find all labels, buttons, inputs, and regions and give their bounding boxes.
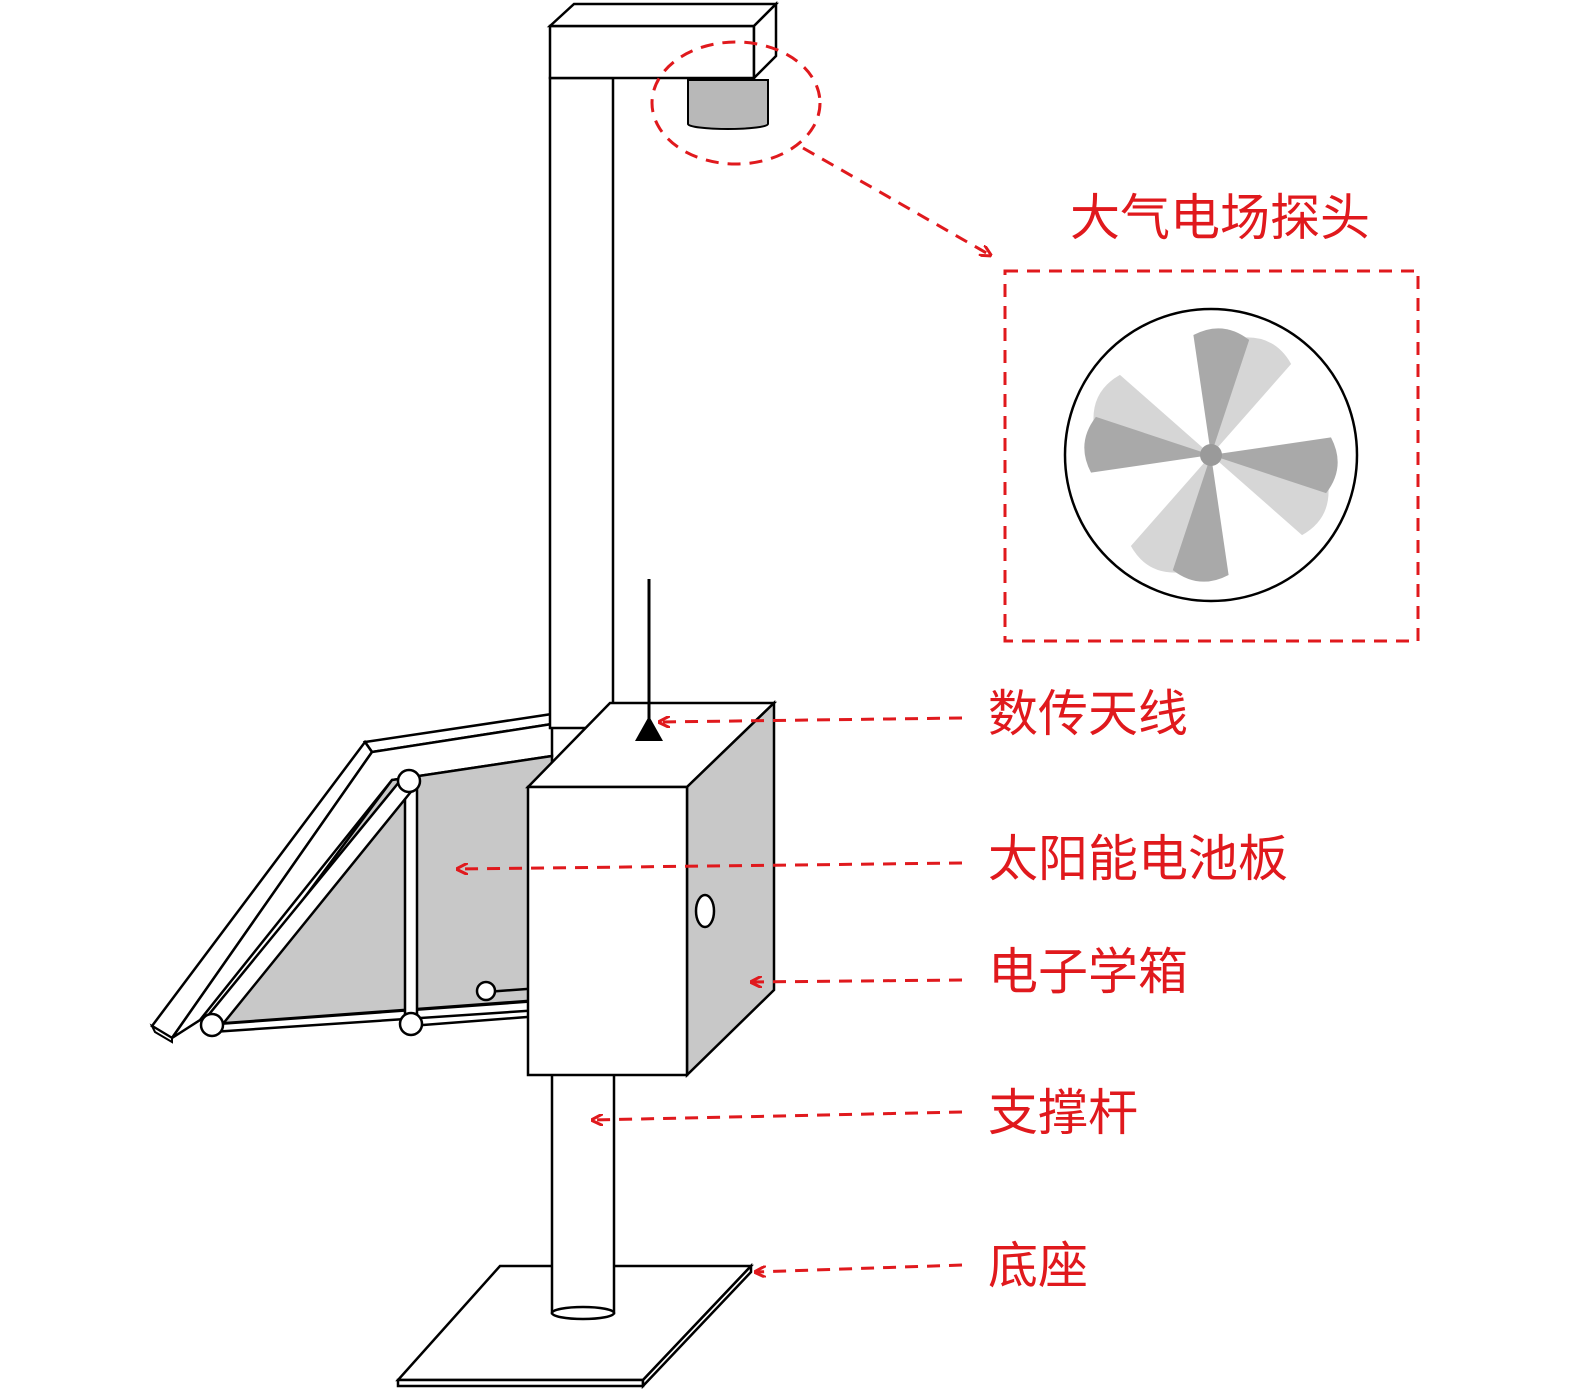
rotor-blade-front-2 <box>1211 437 1338 494</box>
electronics-box-label: 电子学箱 <box>988 943 1188 1001</box>
support-pole-lower <box>550 1068 616 1321</box>
solar-panel-label: 太阳能电池板 <box>988 830 1288 888</box>
solar-panel-pointer <box>458 861 963 869</box>
base-label: 底座 <box>988 1237 1088 1295</box>
electronics-box-pointer <box>752 980 963 982</box>
probe-cylinder <box>687 79 769 130</box>
base-pointer <box>756 1263 963 1272</box>
probe-detail-box <box>1003 269 1420 643</box>
probe-rotor <box>1084 328 1338 582</box>
rotor-blade-back-1 <box>1211 337 1292 455</box>
rotor-blade-back-3 <box>1130 455 1211 573</box>
rotor-blade-back-4 <box>1093 374 1211 456</box>
antenna-label: 数传天线 <box>988 685 1188 743</box>
antenna-pointer <box>660 718 963 722</box>
base-plate <box>395 1262 754 1389</box>
support-pole-pointer <box>593 1110 963 1120</box>
top-arm <box>546 0 780 82</box>
connector-port <box>694 893 716 929</box>
antenna <box>635 579 663 741</box>
solar-panel <box>149 712 554 1044</box>
probe-label: 大气电场探头 <box>1070 189 1370 247</box>
support-pole-label: 支撑杆 <box>988 1084 1138 1142</box>
rotor-blade-back-2 <box>1211 455 1329 536</box>
support-pole-upper <box>548 76 615 730</box>
rotor-blade-front-3 <box>1172 455 1229 582</box>
rotor-blade-front-4 <box>1084 416 1211 473</box>
probe-highlight <box>650 40 990 255</box>
rotor-hub <box>1200 444 1222 466</box>
electronics-box <box>525 700 778 1078</box>
annotation-arrows <box>458 718 963 1272</box>
rotor-blade-front-1 <box>1193 328 1250 455</box>
